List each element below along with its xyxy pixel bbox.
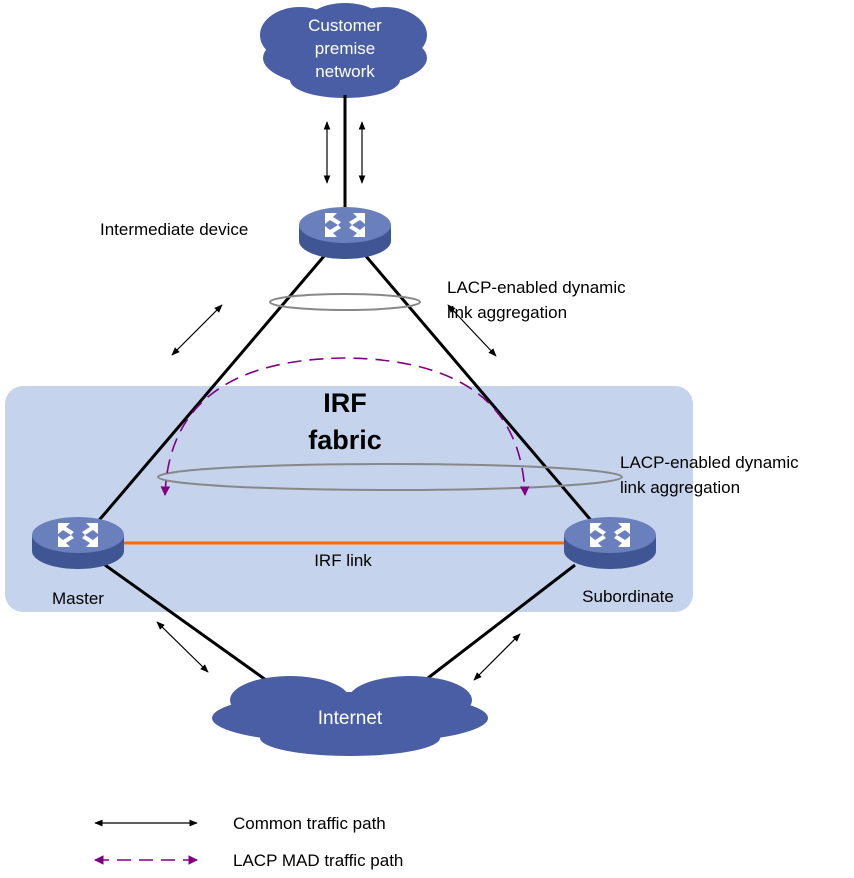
link-intermediate-subordinate — [363, 254, 597, 526]
irf-fabric-title-1: IRF — [323, 388, 367, 418]
legend-mad-label: LACP MAD traffic path — [233, 851, 403, 870]
master-switch-icon — [32, 517, 124, 569]
aggregation-ring-top — [269, 293, 421, 311]
customer-network-cloud — [260, 3, 427, 98]
internet-label: Internet — [318, 708, 383, 729]
lacp-mad-path — [160, 357, 530, 496]
irf-fabric-area — [5, 386, 693, 612]
subordinate-label: Subordinate — [582, 587, 674, 606]
aggregation-mid-label-2: link aggregation — [620, 478, 740, 497]
subordinate-switch-icon — [564, 517, 656, 569]
intermediate-device-label: Intermediate device — [100, 220, 248, 239]
irf-fabric-title-2: fabric — [308, 425, 382, 455]
intermediate-device-icon — [299, 207, 391, 259]
aggregation-mid-label-1: LACP-enabled dynamic — [620, 453, 799, 472]
cloud-label-1: Customer — [308, 16, 382, 35]
aggregation-top-label-1: LACP-enabled dynamic — [447, 278, 626, 297]
master-label: Master — [52, 589, 104, 608]
legend-common-label: Common traffic path — [233, 814, 386, 833]
link-intermediate-master — [93, 254, 327, 526]
cloud-label-2: premise — [315, 39, 375, 58]
irf-link-label: IRF link — [314, 551, 372, 570]
internet-cloud — [212, 676, 488, 756]
link-subordinate-internet — [414, 563, 576, 690]
cloud-label-3: network — [315, 62, 375, 81]
aggregation-top-label-2: link aggregation — [447, 303, 567, 322]
traffic-arrows — [156, 121, 521, 681]
